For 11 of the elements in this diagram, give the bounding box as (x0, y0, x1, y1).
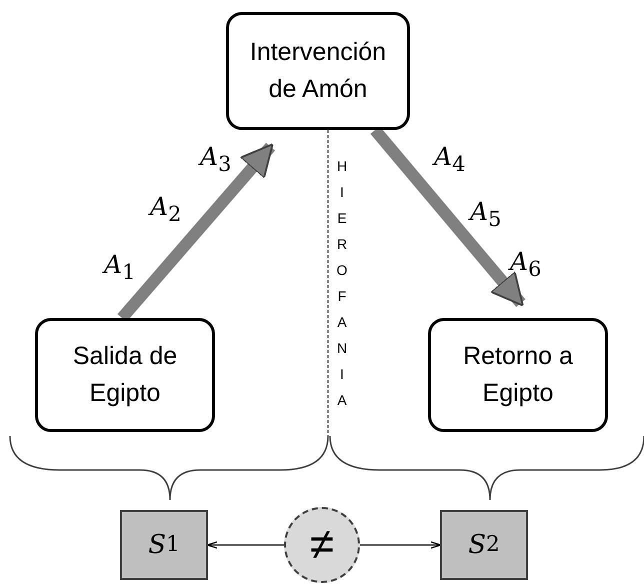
arrow-label: A$_{4}$ (434, 142, 466, 176)
arrow-label: A$_{6}$ (510, 247, 542, 281)
inequality-circle: ≠ (284, 507, 360, 583)
arrow-label: A$_{3}$ (200, 142, 232, 176)
process-box: Intervención de Amón (226, 12, 410, 130)
process-box: Salida de Egipto (35, 318, 215, 432)
vertical-label: HIEROFANIA (334, 158, 350, 418)
arrow-label: A$_{5}$ (470, 197, 502, 231)
arrow-label: A$_{2}$ (150, 192, 182, 226)
process-box: Retorno a Egipto (428, 318, 608, 432)
arrow-label: A$_{1}$ (104, 250, 136, 284)
